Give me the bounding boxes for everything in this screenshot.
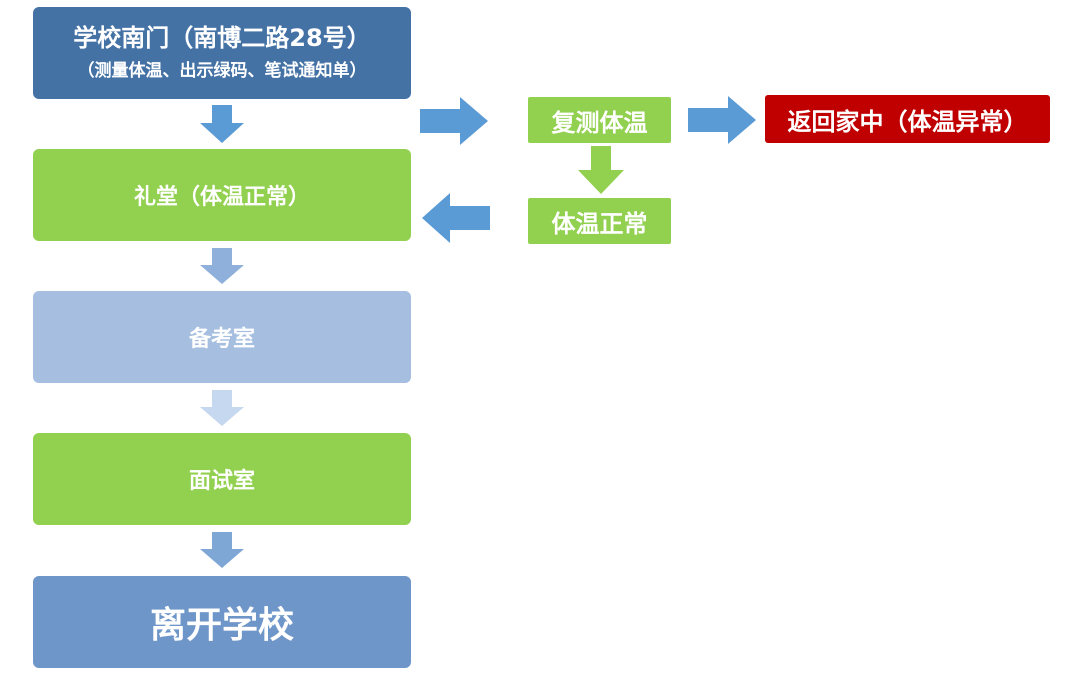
node-interview-room-label: 面试室 [188,469,255,494]
arrow-hall-to-prep [200,248,244,284]
node-prep-room: 备考室 [33,291,411,383]
node-prep-room-label: 备考室 [188,327,255,352]
arrow-gate-to-retest [420,97,488,145]
node-hall-label: 礼堂（体温正常） [133,185,310,210]
arrow-prep-to-interview [200,390,244,426]
node-leave-school-label: 离开学校 [149,605,294,646]
node-leave-school: 离开学校 [33,576,411,668]
arrow-gate-to-hall [200,105,244,143]
node-temperature-normal-label: 体温正常 [551,209,648,238]
arrow-retest-to-home [688,96,756,144]
node-retest-temperature: 复测体温 [528,97,671,143]
node-return-home: 返回家中（体温异常） [765,95,1050,143]
node-return-home-label: 返回家中（体温异常） [787,107,1028,136]
arrow-interview-to-leave [200,532,244,568]
arrow-normal-to-hall [422,193,490,243]
node-temperature-normal: 体温正常 [528,198,671,244]
node-school-gate-subtitle: （测量体温、出示绿码、笔试通知单） [77,61,367,81]
node-hall: 礼堂（体温正常） [33,149,411,241]
arrow-retest-to-normal [578,146,624,194]
node-interview-room: 面试室 [33,433,411,525]
node-school-gate: 学校南门（南博二路28号） （测量体温、出示绿码、笔试通知单） [33,7,411,99]
node-school-gate-title: 学校南门（南博二路28号） [73,24,371,52]
node-retest-temperature-label: 复测体温 [551,108,648,137]
